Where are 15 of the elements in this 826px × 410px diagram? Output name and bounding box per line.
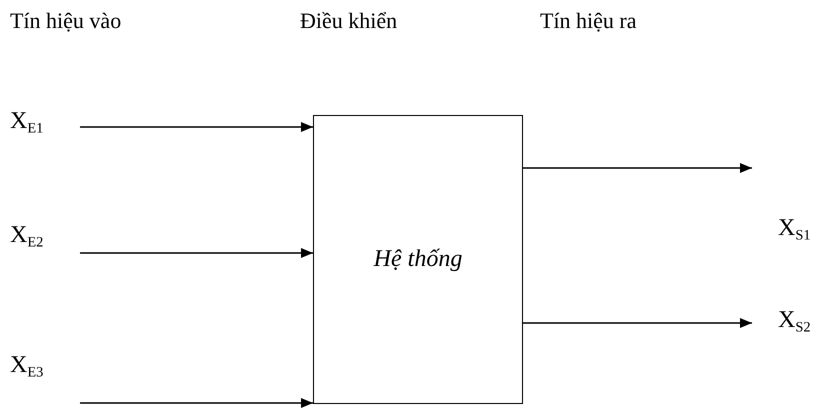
arrow: [80, 248, 313, 258]
column-heading: Tín hiệu ra: [540, 8, 637, 34]
column-heading: Tín hiệu vào: [10, 8, 122, 34]
system-label: Hệ thống: [374, 246, 462, 273]
arrow: [523, 318, 752, 328]
signal-label: X$_{E3}$: [10, 352, 44, 382]
arrow: [523, 163, 752, 173]
column-heading: Điều khiển: [300, 8, 398, 34]
signal-label: X$_{S1}$: [778, 214, 811, 244]
signal-label: X$_{S2}$: [778, 307, 811, 337]
arrow: [80, 122, 313, 132]
system-box: [313, 115, 523, 404]
signal-label: X$_{E2}$: [10, 222, 44, 252]
arrow: [80, 398, 313, 408]
signal-label: X$_{E1}$: [10, 108, 44, 138]
